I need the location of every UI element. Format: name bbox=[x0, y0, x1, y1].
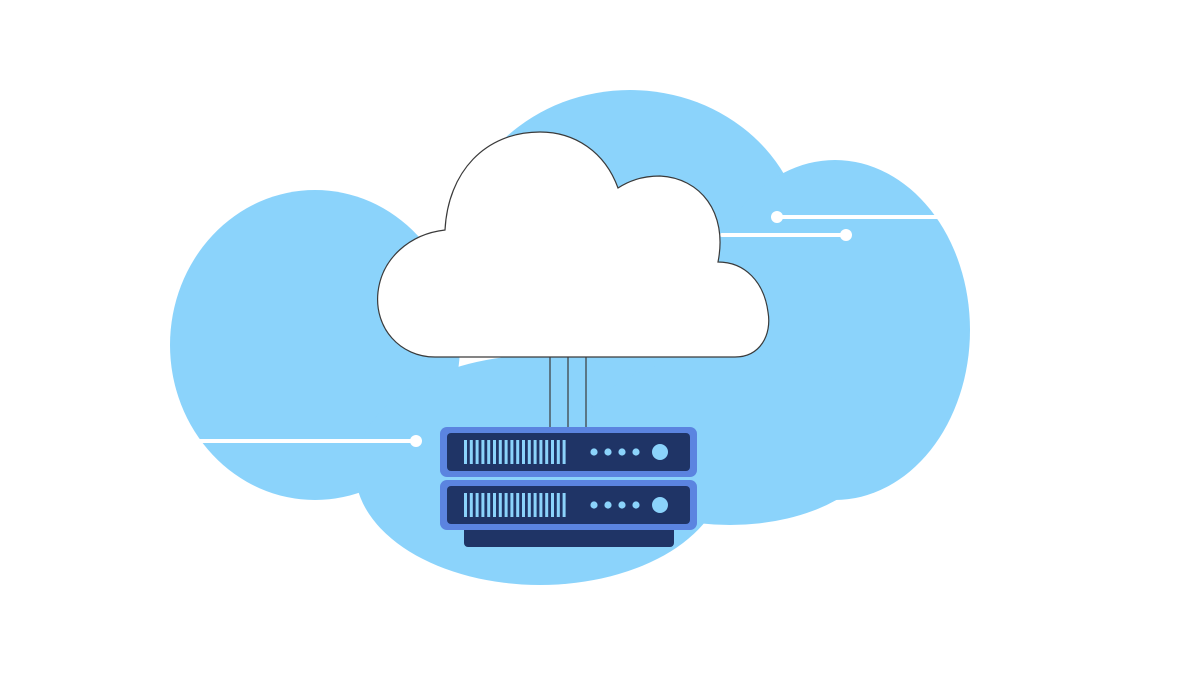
server-unit-bottom-vents bbox=[464, 493, 566, 517]
server-unit-top bbox=[440, 427, 697, 477]
vent-slot bbox=[562, 440, 566, 464]
foreground-cloud-icon bbox=[377, 131, 770, 358]
vent-slot bbox=[522, 440, 525, 464]
vent-slot bbox=[545, 493, 549, 517]
vent-slot bbox=[475, 493, 479, 517]
vent-slot bbox=[527, 440, 531, 464]
vent-slot bbox=[527, 493, 531, 517]
vent-slot bbox=[556, 493, 560, 517]
vent-slot bbox=[504, 493, 508, 517]
vent-slot bbox=[504, 440, 508, 464]
server-unit-top-leds bbox=[590, 448, 640, 456]
server-unit-top-vents bbox=[464, 440, 566, 464]
vent-slot bbox=[533, 440, 537, 464]
vent-slot bbox=[510, 493, 514, 517]
vent-slot bbox=[510, 440, 514, 464]
circuit-line-icon bbox=[188, 211, 947, 447]
vent-slot bbox=[475, 440, 479, 464]
vent-slot bbox=[481, 493, 485, 517]
vent-slot bbox=[469, 440, 473, 464]
vent-slot bbox=[551, 493, 554, 517]
vent-slot bbox=[469, 493, 473, 517]
vent-slot bbox=[464, 493, 467, 517]
vent-slot bbox=[493, 493, 496, 517]
server-unit-bottom-leds bbox=[590, 501, 640, 509]
vent-slot bbox=[545, 440, 549, 464]
fg-cloud-shape bbox=[377, 131, 770, 358]
vent-slot bbox=[533, 493, 537, 517]
vent-slot bbox=[516, 493, 520, 517]
status-led bbox=[590, 448, 598, 456]
vent-slot bbox=[522, 493, 525, 517]
vent-slot bbox=[487, 440, 491, 464]
vent-slot bbox=[481, 440, 485, 464]
status-led bbox=[604, 448, 612, 456]
server-unit-bottom bbox=[440, 480, 697, 530]
server-unit-bottom-power-light bbox=[652, 497, 668, 513]
status-led bbox=[618, 448, 626, 456]
vent-slot bbox=[551, 440, 554, 464]
vent-slot bbox=[498, 440, 502, 464]
circuit-node-left bbox=[410, 435, 422, 447]
vent-slot bbox=[487, 493, 491, 517]
circuit-node-right-bottom bbox=[840, 229, 852, 241]
status-led bbox=[618, 501, 626, 509]
status-led bbox=[632, 501, 640, 509]
server-unit-top-power-light bbox=[652, 444, 668, 460]
server-unit-top-face bbox=[447, 433, 690, 471]
vent-slot bbox=[493, 440, 496, 464]
vent-slot bbox=[498, 493, 502, 517]
vent-slot bbox=[562, 493, 566, 517]
status-led bbox=[604, 501, 612, 509]
server-rack-icon bbox=[440, 427, 697, 547]
vent-slot bbox=[464, 440, 467, 464]
vent-slot bbox=[556, 440, 560, 464]
status-led bbox=[632, 448, 640, 456]
circuit-node-right-top bbox=[771, 211, 783, 223]
connector-cables bbox=[549, 352, 587, 428]
server-base bbox=[464, 526, 674, 547]
status-led bbox=[590, 501, 598, 509]
vent-slot bbox=[539, 493, 543, 517]
vent-slot bbox=[539, 440, 543, 464]
server-unit-bottom-face bbox=[447, 486, 690, 524]
vent-slot bbox=[516, 440, 520, 464]
